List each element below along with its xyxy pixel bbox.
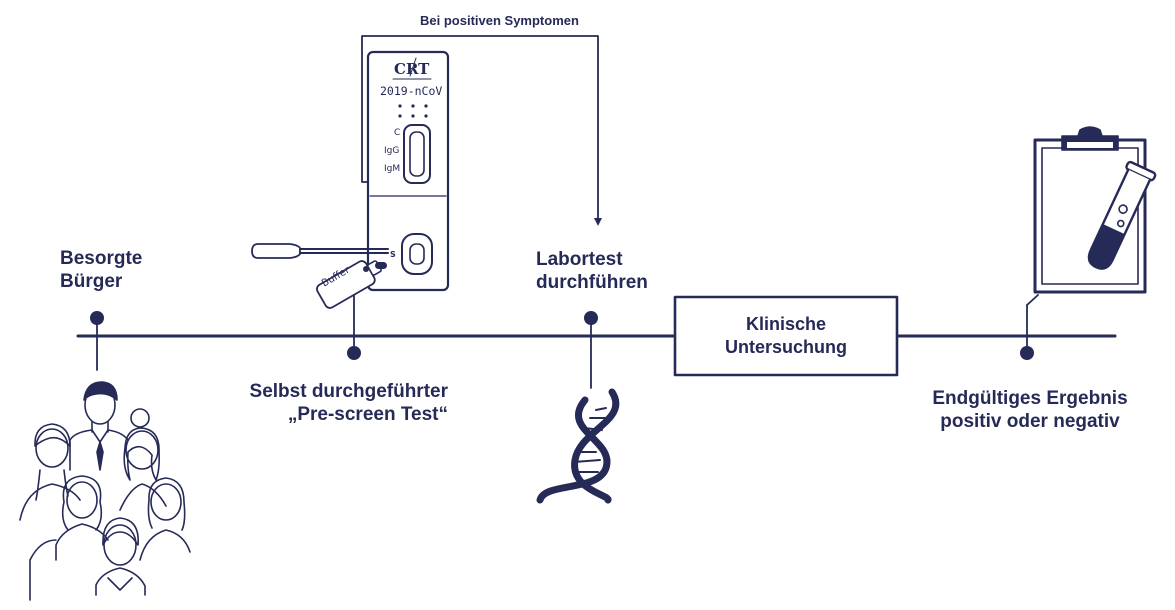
clipboard-test-tube-icon [1033,126,1157,294]
buffer-bottle-icon [316,260,387,309]
marker-prescreen [347,291,361,360]
swab-icon [251,243,389,259]
dna-icon [536,388,620,504]
marker-labtest [584,311,598,389]
stage-label-prescreen: Selbst durchgeführter„Pre-screen Test“ [249,381,448,425]
device-marker-c: C [394,128,401,138]
marker-result [1020,294,1039,360]
marker-citizens [90,311,104,371]
device-marker-igm: IgM [384,164,401,174]
device-logo: CRT [394,60,430,78]
rapid-test-device-icon [366,50,450,292]
device-marker-igg: IgG [384,146,400,156]
people-group-icon [19,381,191,601]
device-name: 2019-nCoV [380,84,443,98]
device-sample-label: S [390,250,396,259]
symptoms-label: Bei positiven Symptomen [420,13,579,28]
clinical-box [673,295,899,377]
symptoms-bracket [361,35,602,226]
